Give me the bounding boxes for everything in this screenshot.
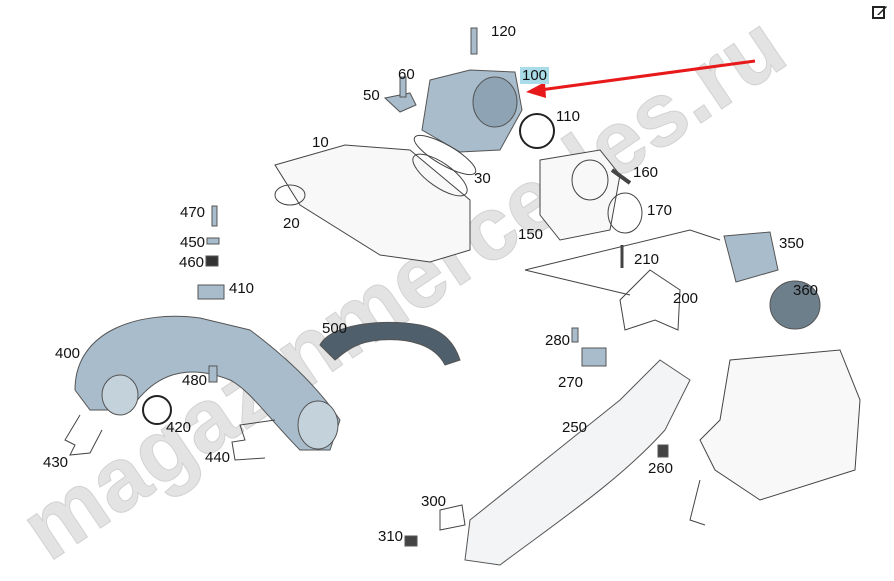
part-label-470[interactable]: 470: [180, 204, 206, 221]
part-200: [619, 269, 681, 331]
part-label-420[interactable]: 420: [166, 419, 192, 436]
part-label-170[interactable]: 170: [647, 202, 673, 219]
part-label-430[interactable]: 430: [43, 454, 69, 471]
part-410: [197, 284, 225, 300]
part-label-20[interactable]: 20: [283, 215, 300, 232]
part-label-150[interactable]: 150: [518, 226, 544, 243]
leader-lines: [524, 229, 721, 296]
part-280: [571, 327, 579, 343]
part-170: [607, 192, 643, 234]
part-250: [464, 359, 691, 566]
part-60: [399, 76, 407, 98]
part-500: [319, 321, 461, 366]
part-350: [723, 231, 779, 283]
part-intercooler: [699, 349, 861, 501]
part-label-160[interactable]: 160: [633, 164, 659, 181]
part-label-460[interactable]: 460: [179, 254, 205, 271]
part-460: [205, 255, 219, 267]
part-label-300[interactable]: 300: [421, 493, 447, 510]
part-label-100[interactable]: 100: [520, 67, 550, 84]
part-270: [581, 347, 607, 367]
intercooler-pipe: [689, 479, 706, 526]
part-110: [519, 113, 555, 149]
part-420: [142, 395, 172, 425]
part-label-360[interactable]: 360: [793, 282, 819, 299]
part-30: [413, 134, 477, 176]
part-label-60[interactable]: 60: [398, 66, 415, 83]
part-430: [64, 414, 103, 456]
part-label-480[interactable]: 480: [182, 372, 208, 389]
part-10: [274, 144, 471, 263]
part-label-50[interactable]: 50: [363, 87, 380, 104]
part-label-440[interactable]: 440: [205, 449, 231, 466]
part-160: [610, 168, 632, 185]
part-310: [404, 535, 418, 547]
edit-icon[interactable]: [872, 4, 888, 20]
part-label-10[interactable]: 10: [312, 134, 329, 151]
part-label-250[interactable]: 250: [562, 419, 588, 436]
part-label-350[interactable]: 350: [779, 235, 805, 252]
part-label-400[interactable]: 400: [55, 345, 81, 362]
part-260: [657, 444, 669, 458]
part-label-30[interactable]: 30: [474, 170, 491, 187]
part-360: [769, 280, 821, 330]
part-label-270[interactable]: 270: [558, 374, 584, 391]
part-label-110[interactable]: 110: [556, 108, 580, 125]
part-440: [231, 419, 276, 461]
part-120: [470, 27, 478, 55]
red-arrow: [526, 59, 756, 98]
part-300: [439, 504, 466, 531]
part-480: [208, 365, 218, 383]
part-150: [539, 149, 621, 241]
part-400: [74, 315, 341, 451]
part-label-280[interactable]: 280: [545, 332, 571, 349]
part-label-450[interactable]: 450: [180, 234, 206, 251]
part-20: [274, 184, 306, 206]
part-470: [211, 205, 218, 227]
part-label-120[interactable]: 120: [491, 23, 517, 40]
part-label-200[interactable]: 200: [673, 290, 699, 307]
part-label-500[interactable]: 500: [322, 320, 348, 337]
part-label-210[interactable]: 210: [634, 251, 660, 268]
part-label-410[interactable]: 410: [229, 280, 255, 297]
part-label-260[interactable]: 260: [648, 460, 674, 477]
part-450: [206, 237, 220, 245]
part-label-310[interactable]: 310: [378, 528, 404, 545]
